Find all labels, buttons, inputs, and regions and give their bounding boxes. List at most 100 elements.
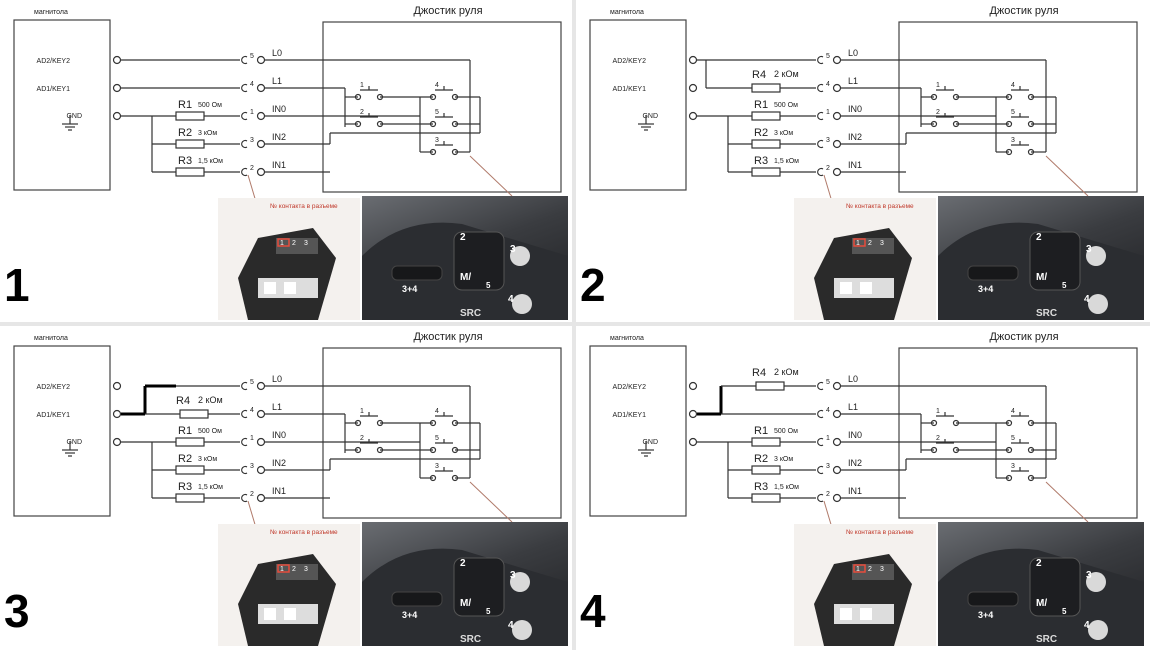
- pin-ad2-label: AD2/KEY2: [613, 384, 647, 391]
- connector-female-c5: [817, 381, 824, 391]
- wheel-label-wheel_src: SRC: [1036, 308, 1057, 319]
- pin-ad2-terminal: [112, 55, 122, 65]
- switch-3-label: 3: [435, 137, 439, 144]
- wheel-button-cluster: [453, 231, 505, 291]
- connector-pins: [852, 238, 894, 254]
- wheel-label-wheel_5: 5: [486, 281, 491, 290]
- r2-label: R2: [178, 127, 192, 139]
- switch-2-label: 2: [360, 435, 364, 442]
- switch-5-label: 5: [1011, 109, 1015, 116]
- switch-3-label: 3: [435, 463, 439, 470]
- wheel-label-wheel_4: 4: [508, 620, 514, 631]
- wheel-label-wheel_2: 2: [460, 558, 466, 569]
- resistor-r3: [175, 493, 205, 503]
- switch-1: 1: [354, 408, 384, 427]
- switch-5-label: 5: [435, 435, 439, 442]
- r2-label: R2: [178, 453, 192, 465]
- switch-4: 4: [1005, 408, 1035, 427]
- connector-num-c2: 2: [826, 491, 830, 498]
- resistor-r3: [751, 167, 781, 177]
- connector-num-c2: 2: [250, 491, 254, 498]
- connector-female-c3: [241, 139, 248, 149]
- connector-num-c2: 2: [826, 165, 830, 172]
- r4-value: 2 кОм: [774, 69, 799, 79]
- wheel-minus-button: [512, 620, 532, 640]
- connector-female-c3: [817, 139, 824, 149]
- connector-num-c4: 4: [250, 407, 254, 414]
- connector-female-c1: [817, 111, 824, 121]
- signal-label-l1: L1: [848, 402, 858, 412]
- connector-pins: [276, 238, 318, 254]
- wheel-label-wheel_34: 3+4: [978, 610, 993, 620]
- wheel-button-cluster: [1029, 231, 1081, 291]
- r1-label: R1: [178, 99, 192, 111]
- connector-male-c1: [256, 111, 266, 121]
- head-unit-label: магнитола: [34, 9, 68, 16]
- signal-label-in2: IN2: [272, 458, 286, 468]
- pin-ad1-label: AD1/KEY1: [37, 412, 71, 419]
- r3-label: R3: [178, 155, 192, 167]
- signal-label-l0: L0: [272, 374, 282, 384]
- signal-label-l0: L0: [848, 48, 858, 58]
- joystick-label: Джостик руля: [989, 331, 1058, 343]
- connector-female-c4: [241, 409, 248, 419]
- wheel-label-wheel_5: 5: [486, 607, 491, 616]
- connector-num-c4: 4: [250, 81, 254, 88]
- joystick-label: Джостик руля: [413, 5, 482, 17]
- pin-ad1-label: AD1/KEY1: [37, 86, 71, 93]
- r3-label: R3: [754, 481, 768, 493]
- switch-3: 3: [429, 137, 459, 156]
- pin-ad2-terminal: [112, 381, 122, 391]
- wheel-label-wheel_4: 4: [508, 294, 514, 305]
- connector-female-c5: [241, 55, 248, 65]
- wheel-label-wheel_m: M/: [1036, 598, 1047, 609]
- r3-label: R3: [178, 481, 192, 493]
- pin-gnd-label: GND: [642, 439, 658, 446]
- r2-label: R2: [754, 127, 768, 139]
- connector-num-3: 3: [880, 566, 884, 573]
- wheel-plus-button: [510, 572, 530, 592]
- joystick-label: Джостик руля: [989, 5, 1058, 17]
- head-unit-label: магнитола: [610, 9, 644, 16]
- switch-5-label: 5: [435, 109, 439, 116]
- wheel-label-wheel_3: 3: [510, 244, 516, 255]
- head-unit-label: магнитола: [34, 335, 68, 342]
- connector-pins: [276, 564, 318, 580]
- connector-female-c2: [241, 493, 248, 503]
- connector-male-c4: [256, 83, 266, 93]
- wheel-label-wheel_34: 3+4: [402, 284, 417, 294]
- switch-5: 5: [1005, 435, 1035, 454]
- wheel-label-wheel_2: 2: [1036, 558, 1042, 569]
- pin-ad2-label: AD2/KEY2: [613, 58, 647, 65]
- connector-male-c4: [832, 83, 842, 93]
- signal-label-in2: IN2: [272, 132, 286, 142]
- wheel-minus-button: [1088, 620, 1108, 640]
- switch-2: 2: [930, 109, 960, 128]
- connector-num-c1: 1: [250, 435, 254, 442]
- connector-num-c3: 3: [250, 137, 254, 144]
- signal-label-in1: IN1: [848, 160, 862, 170]
- resistor-r4: [755, 381, 785, 391]
- connector-male-c5: [256, 55, 266, 65]
- r2-value: 3 кОм: [774, 456, 793, 463]
- wheel-label-wheel_3: 3: [510, 570, 516, 581]
- signal-label-in0: IN0: [848, 104, 862, 114]
- connector-latch-a: [264, 608, 276, 620]
- connector-latch-a: [264, 282, 276, 294]
- connector-num-c5: 5: [826, 53, 830, 60]
- connector-latch-b: [284, 282, 296, 294]
- connector-highlight: [277, 564, 290, 573]
- r4-value: 2 кОм: [774, 367, 799, 377]
- connector-num-2: 2: [868, 240, 872, 247]
- connector-female-c3: [817, 465, 824, 475]
- signal-label-l1: L1: [272, 402, 282, 412]
- pin-gnd-terminal: [688, 111, 698, 121]
- connector-male-c1: [256, 437, 266, 447]
- pin-gnd-label: GND: [66, 439, 82, 446]
